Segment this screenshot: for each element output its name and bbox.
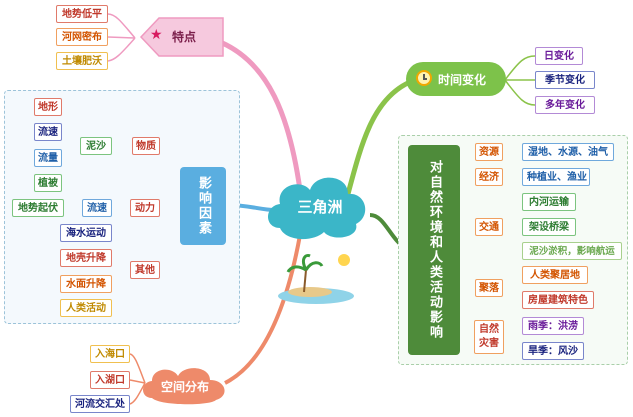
time-item: 多年变化 xyxy=(535,96,595,114)
factors-node: 影响因素 xyxy=(180,167,226,245)
factor-material-sediment: 泥沙 xyxy=(80,137,112,155)
factor-material: 物质 xyxy=(132,137,160,155)
impact-group-resources: 资源 xyxy=(475,143,503,161)
factor-power-velocity: 流速 xyxy=(82,199,112,217)
impact-item: 内河运输 xyxy=(522,193,576,211)
impact-item: 人类聚居地 xyxy=(522,266,588,284)
distribution-label: 空间分布 xyxy=(160,380,209,394)
factor-item: 地形 xyxy=(34,98,62,116)
factor-power: 动力 xyxy=(130,199,160,217)
factor-item: 地壳升降 xyxy=(60,249,112,267)
impact-group-disaster: 自然灾害 xyxy=(474,320,504,354)
time-change-label: 时间变化 xyxy=(438,73,487,87)
factor-item: 水面升降 xyxy=(60,275,112,293)
factor-item: 流量 xyxy=(34,149,62,167)
impact-group-settlement: 聚落 xyxy=(475,279,503,297)
feature-item: 河网密布 xyxy=(56,28,108,46)
distribution-node-shape xyxy=(143,368,225,405)
time-item: 日变化 xyxy=(535,47,583,65)
distribution-item: 河流交汇处 xyxy=(70,395,130,413)
feature-item: 地势低平 xyxy=(56,5,108,23)
features-node-shape xyxy=(139,17,224,57)
impact-group-disaster-label: 自然灾害 xyxy=(479,324,499,349)
distribution-item: 入海口 xyxy=(90,345,130,363)
factor-item: 人类活动 xyxy=(60,299,112,317)
impact-item: 种植业、渔业 xyxy=(522,168,590,186)
impact-item: 泥沙淤积，影响航运 xyxy=(522,242,622,260)
impact-item: 雨季：洪涝 xyxy=(522,317,584,335)
time-item: 季节变化 xyxy=(535,71,595,89)
factor-item: 植被 xyxy=(34,174,62,192)
impact-item: 架设桥梁 xyxy=(522,218,576,236)
impact-group-economy: 经济 xyxy=(475,168,503,186)
factor-item: 地势起伏 xyxy=(12,199,64,217)
star-icon: ★ xyxy=(150,27,163,43)
impact-node: 对自然环境和人类活动影响 xyxy=(408,145,460,355)
impact-item: 房屋建筑特色 xyxy=(522,291,594,309)
impact-item: 湿地、水源、油气 xyxy=(522,143,614,161)
factor-item: 海水运动 xyxy=(60,224,112,242)
feature-item: 土壤肥沃 xyxy=(56,52,108,70)
factor-other: 其他 xyxy=(130,261,160,279)
impact-item: 旱季：风沙 xyxy=(522,342,584,360)
island-illustration xyxy=(278,254,354,304)
center-cloud xyxy=(268,177,366,240)
factor-item: 流速 xyxy=(34,123,62,141)
features-label: 特点 xyxy=(172,30,197,44)
clock-icon xyxy=(416,70,432,86)
distribution-item: 入湖口 xyxy=(90,371,130,389)
impact-group-transport: 交通 xyxy=(475,218,503,236)
center-label: 三角洲 xyxy=(297,198,343,216)
